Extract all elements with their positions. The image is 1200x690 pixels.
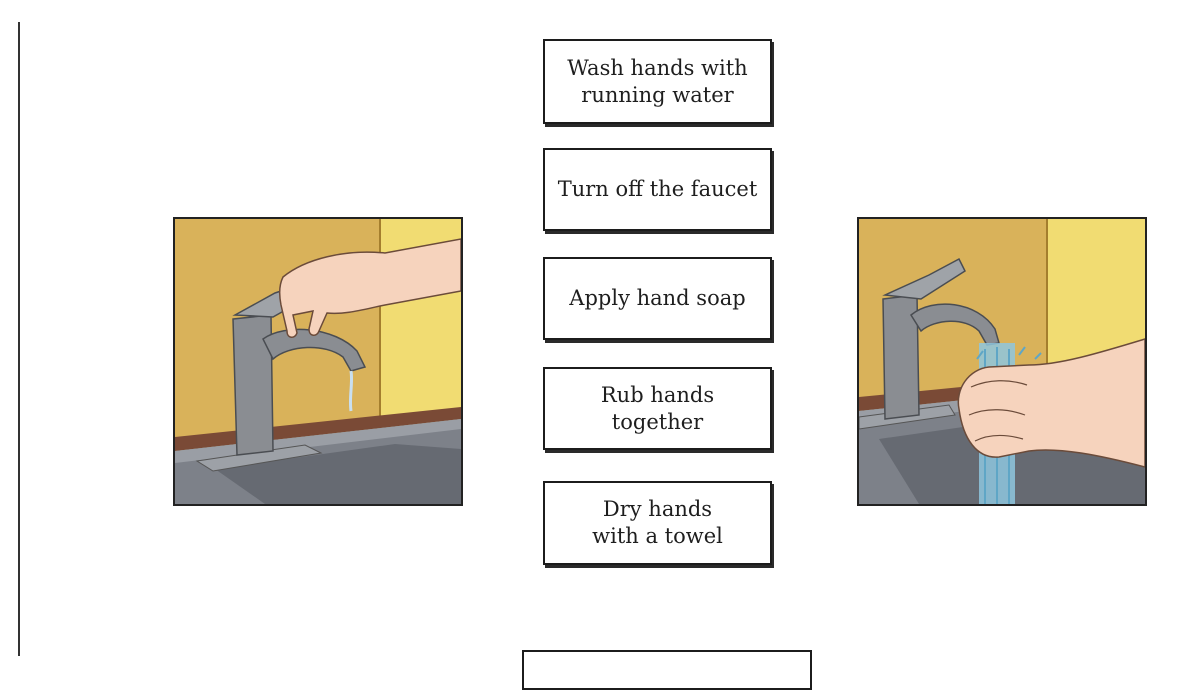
- step-box-dry-hands: Dry hands with a towel: [543, 481, 772, 565]
- step-label-turn-off-faucet: Turn off the faucet: [557, 177, 758, 201]
- faucet-hand-image: [175, 219, 461, 504]
- step-box-wash-hands: Wash hands with running water: [543, 39, 772, 124]
- step-box-apply-soap: Apply hand soap: [543, 257, 772, 340]
- step-label-dry-hands: Dry hands with a towel: [592, 497, 723, 548]
- step-label-rub-hands: Rub hands together: [600, 382, 715, 434]
- washing-hands-illustration: [857, 217, 1147, 506]
- answer-box-partial: [522, 650, 812, 690]
- step-box-turn-off-faucet: Turn off the faucet: [543, 148, 772, 231]
- step-label-wash-hands: Wash hands with running water: [567, 55, 748, 107]
- step-label-apply-soap: Apply hand soap: [569, 286, 746, 310]
- washing-hands-image: [859, 219, 1145, 504]
- faucet-hand-illustration: [173, 217, 463, 506]
- step-box-rub-hands: Rub hands together: [543, 367, 772, 450]
- page-left-border: [18, 22, 20, 656]
